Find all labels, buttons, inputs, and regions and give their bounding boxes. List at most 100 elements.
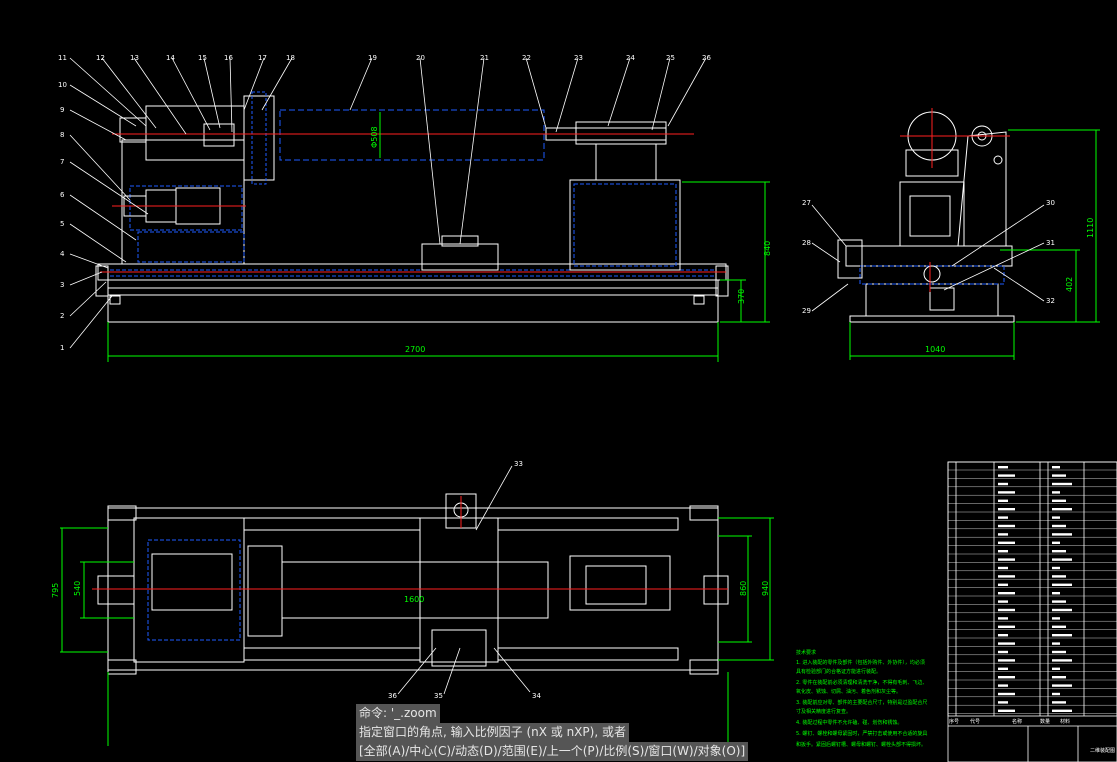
part-label-19: 19 — [368, 54, 377, 62]
bom-header-name: 名称 — [1012, 718, 1022, 725]
bom-row-text — [998, 650, 1008, 654]
bom-row-text — [1052, 533, 1072, 536]
top-view — [92, 493, 729, 675]
command-line-panel[interactable]: 命令: '_.zoom 指定窗口的角点, 输入比例因子 (nX 或 nXP), … — [356, 704, 826, 761]
part-label-12: 12 — [96, 54, 105, 62]
dim-top-width-inner: 540 — [73, 581, 82, 596]
part-label-28: 28 — [802, 239, 811, 247]
title-block — [947, 461, 1117, 762]
part-label-35: 35 — [434, 692, 443, 700]
dim-side-height-base: 402 — [1065, 277, 1074, 292]
dim-side-width: 1040 — [925, 345, 945, 354]
bom-row-text — [998, 508, 1015, 511]
bom-row-text — [1052, 608, 1072, 612]
front-view-leaders — [69, 57, 707, 349]
part-label-30: 30 — [1046, 199, 1055, 207]
part-label-27: 27 — [802, 199, 811, 207]
part-label-11: 11 — [58, 54, 67, 62]
bom-row-text — [998, 642, 1015, 645]
tech-line: 和扳手。紧固后螺钉槽、螺母和螺钉、螺栓头部不得损坏。 — [796, 741, 926, 748]
top-view-dimensions — [60, 517, 774, 746]
bom-row-text — [998, 499, 1008, 502]
dim-top-right-inner: 860 — [739, 581, 748, 596]
bom-row-text — [998, 600, 1008, 603]
part-label-18: 18 — [286, 54, 295, 62]
tech-line: 5. 螺钉、螺栓和螺母紧固时，严禁打击或使用不合适的旋具 — [796, 730, 927, 737]
side-view — [837, 108, 1015, 323]
part-label-10: 10 — [58, 81, 67, 89]
bom-row-text — [1052, 625, 1066, 628]
bom-row-text — [1052, 676, 1066, 679]
bom-row-text — [998, 608, 1015, 612]
part-label-24: 24 — [626, 54, 635, 62]
part-label-1: 1 — [60, 344, 64, 352]
bom-row-text — [1052, 499, 1066, 502]
bom-header-material: 材料 — [1060, 718, 1070, 725]
tech-line: 2. 零件在装配前必须清理和清洗干净，不得有毛刺、飞边、 — [796, 679, 927, 686]
bom-row-text — [998, 524, 1015, 528]
part-label-23: 23 — [574, 54, 583, 62]
bom-row-text — [998, 482, 1008, 486]
tech-line: 氧化皮、锈蚀、切屑、油污、着色剂和灰尘等。 — [796, 688, 901, 695]
bom-row-text — [998, 617, 1008, 620]
part-label-22: 22 — [522, 54, 531, 62]
bom-row-text — [1052, 516, 1060, 519]
dim-front-length: 2700 — [405, 345, 425, 354]
bom-row-text — [998, 541, 1015, 544]
bom-row-text — [1052, 617, 1060, 620]
part-label-36: 36 — [388, 692, 397, 700]
bom-row-text — [998, 625, 1015, 628]
command-options[interactable]: [全部(A)/中心(C)/动态(D)/范围(E)/上一个(P)/比例(S)/窗口… — [356, 742, 749, 761]
part-label-29: 29 — [802, 307, 811, 315]
bom-row-text — [1052, 482, 1072, 486]
bom-row-text — [1052, 600, 1066, 603]
bom-row-text — [1052, 692, 1060, 696]
bom-row-text — [1052, 524, 1066, 528]
part-label-20: 20 — [416, 54, 425, 62]
bom-row-text — [998, 550, 1008, 553]
part-label-9: 9 — [60, 106, 64, 114]
part-label-5: 5 — [60, 220, 64, 228]
bom-row-text — [998, 701, 1008, 704]
bom-header-code: 代号 — [970, 718, 980, 725]
bom-row-text — [1052, 667, 1060, 670]
drawing-title: 二维装配图 — [1090, 747, 1115, 754]
bom-row-text — [1052, 491, 1060, 494]
command-history: 命令: '_.zoom — [356, 704, 440, 723]
front-view-dimensions — [107, 112, 770, 362]
part-label-34: 34 — [532, 692, 541, 700]
part-label-26: 26 — [702, 54, 711, 62]
bom-row-text — [1052, 466, 1060, 469]
bom-row-text — [1052, 592, 1060, 595]
dim-tube-diameter: Φ508 — [370, 126, 379, 148]
part-label-2: 2 — [60, 312, 64, 320]
bom-row-text — [1052, 583, 1072, 586]
tech-line: 寸及相关精度进行复查。 — [796, 708, 851, 715]
bom-row-text — [998, 659, 1015, 662]
bom-row-text — [1052, 634, 1072, 637]
bom-row-text — [1052, 659, 1072, 662]
bom-header-index: 序号 — [949, 718, 959, 725]
dim-front-height-base: 370 — [737, 289, 746, 304]
bom-row-text — [1052, 642, 1060, 645]
bom-row-text — [998, 575, 1015, 578]
bom-row-text — [998, 466, 1008, 469]
bom-row-text — [998, 634, 1008, 637]
tech-line: 3. 装配前应对零、部件的主要配合尺寸，特别是过盈配合尺 — [796, 699, 927, 706]
bom-row-text — [998, 676, 1015, 679]
bom-row-text — [998, 491, 1015, 494]
bom-row-text — [1052, 508, 1072, 511]
part-label-21: 21 — [480, 54, 489, 62]
bom-row-text — [1052, 474, 1066, 477]
tech-line: 1. 进入装配的零件及部件（包括外购件、外协件），均必须 — [796, 659, 925, 666]
part-label-3: 3 — [60, 281, 64, 289]
dim-front-height-total: 840 — [763, 241, 772, 256]
tech-requirements: 技术要求 1. 进入装配的零件及部件（包括外购件、外协件），均必须 具有检验部门… — [796, 649, 927, 748]
side-view-leaders — [811, 204, 1045, 312]
side-view-dimensions — [849, 129, 1100, 360]
bom-row-text — [998, 533, 1008, 536]
tech-line: 4. 装配过程中零件不允许磕、碰、划伤和锈蚀。 — [796, 719, 902, 726]
part-label-31: 31 — [1046, 239, 1055, 247]
bom-row-text — [998, 684, 1008, 687]
